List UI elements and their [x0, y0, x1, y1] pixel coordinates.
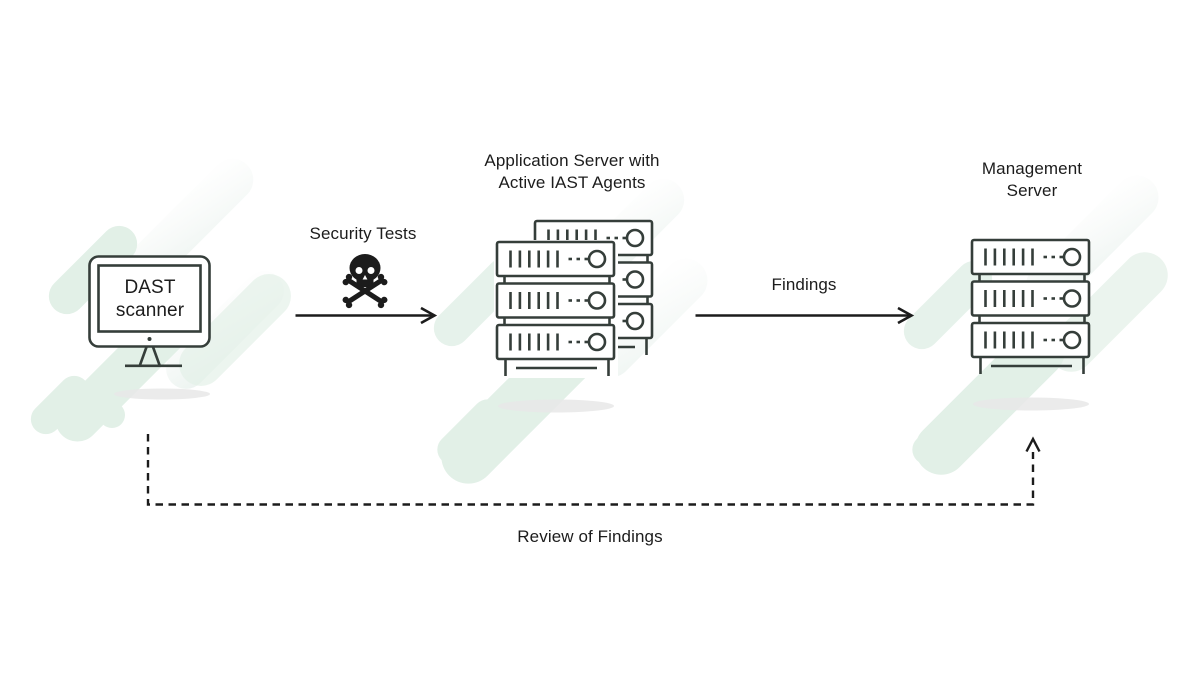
review-dashed-arrow: [146, 434, 1041, 506]
skull-crossbones-icon: [342, 254, 388, 309]
server-stack-icon: [970, 238, 1091, 374]
application-server-shadow: [498, 399, 614, 413]
security-tests-arrow: [295, 306, 438, 325]
application-server-title-line1: Application Server with: [484, 151, 660, 170]
findings-label: Findings: [771, 275, 837, 294]
monitor-icon: [88, 255, 211, 368]
management-server-shadow: [973, 397, 1089, 411]
application-server-title: Application Server with Active IAST Agen…: [412, 150, 732, 194]
management-server-title: Management Server: [912, 158, 1152, 202]
dast-scanner-label-line2: scanner: [115, 300, 185, 321]
management-server-title-line1: Management: [981, 159, 1083, 178]
dast-scanner-label: DAST scanner: [90, 276, 210, 322]
application-server-title-line2: Active IAST Agents: [498, 173, 646, 192]
server-stack-front-icon: [494, 240, 618, 378]
findings-arrow: [695, 306, 915, 325]
review-of-findings-label: Review of Findings: [517, 527, 663, 546]
management-server-title-line2: Server: [1006, 181, 1058, 200]
dast-scanner-shadow: [114, 388, 210, 400]
dast-scanner-label-line1: DAST: [124, 277, 176, 298]
security-tests-label: Security Tests: [309, 224, 417, 243]
